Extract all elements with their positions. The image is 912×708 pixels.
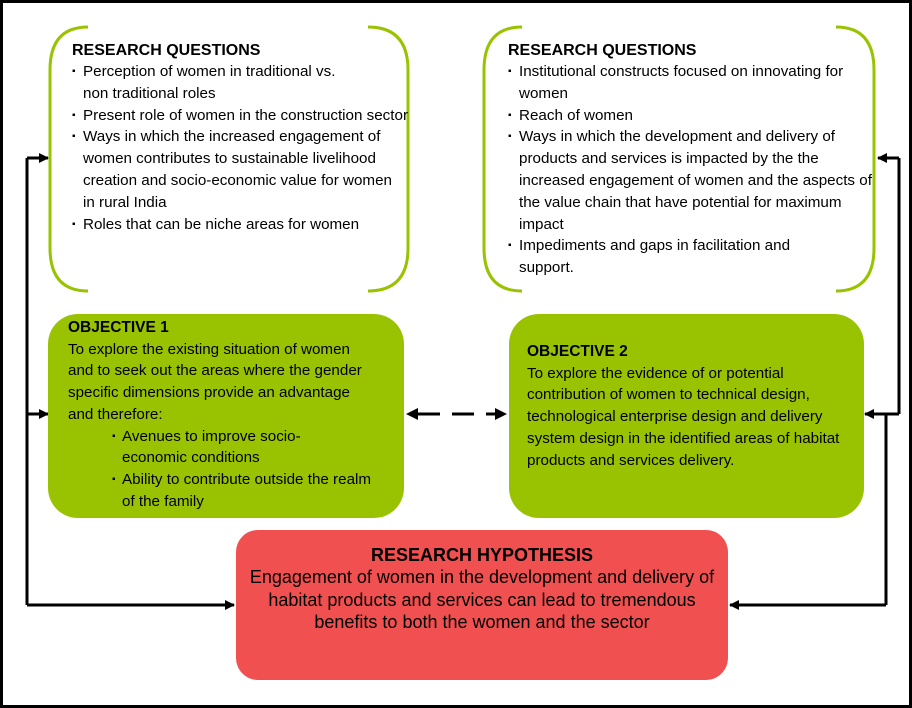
objective-2-text: To explore the evidence of or potential … (527, 364, 840, 469)
rq-left-list: Perception of women in traditional vs. n… (72, 61, 412, 235)
rq-right-list: Institutional constructs focused on inno… (508, 61, 874, 279)
objective-2-box: OBJECTIVE 2 To explore the evidence of o… (509, 314, 864, 518)
rq-left-item: Present role of women in the constructio… (72, 105, 412, 127)
research-questions-left: RESEARCH QUESTIONS Perception of women i… (72, 40, 412, 235)
rq-right-item: Reach of women (508, 105, 874, 127)
objective-2-title: OBJECTIVE 2 (527, 343, 628, 360)
rq-left-item: Ways in which the increased engagement o… (72, 126, 403, 213)
hypothesis-text: Engagement of women in the development a… (249, 567, 715, 632)
rq-left-item: Roles that can be niche areas for women (72, 214, 412, 236)
research-hypothesis-box: RESEARCH HYPOTHESIS Engagement of women … (236, 530, 728, 680)
research-questions-right: RESEARCH QUESTIONS Institutional constru… (508, 40, 874, 279)
objective-1-item: Ability to contribute outside the realm … (112, 469, 378, 513)
rq-right-item: Ways in which the development and delive… (508, 126, 874, 235)
objective-1-box: OBJECTIVE 1 To explore the existing situ… (48, 314, 404, 518)
rq-right-item: Impediments and gaps in facilitation and… (508, 235, 849, 279)
rq-right-item: Institutional constructs focused on inno… (508, 61, 874, 105)
objective-1-text: To explore the existing situation of wom… (68, 340, 362, 423)
objective-1-item: Avenues to improve socio-economic condit… (112, 426, 347, 470)
rq-left-item: Perception of women in traditional vs. n… (72, 61, 353, 105)
objective-1-title: OBJECTIVE 1 (68, 319, 169, 336)
rq-right-title: RESEARCH QUESTIONS (508, 42, 697, 59)
rq-left-title: RESEARCH QUESTIONS (72, 42, 261, 59)
hypothesis-title: RESEARCH HYPOTHESIS (370, 545, 594, 565)
objective-1-list: Avenues to improve socio-economic condit… (112, 426, 378, 513)
